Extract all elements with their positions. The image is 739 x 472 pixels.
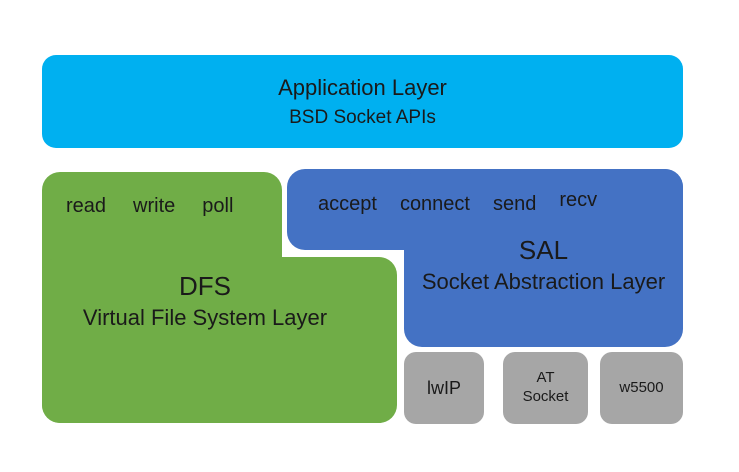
backend-box-w5500: w5500 (600, 352, 683, 424)
function-label-recv: recv (559, 189, 598, 211)
dfs-layer-name: Virtual File System Layer (82, 304, 328, 330)
function-label-poll: poll (202, 195, 234, 217)
sal-shape-lower (404, 169, 683, 347)
backend-label-w5500: w5500 (619, 378, 664, 396)
dfs-title-block: DFS Virtual File System Layer (46, 271, 364, 330)
sal-acronym: SAL (518, 235, 569, 265)
sal-layer-name: Socket Abstraction Layer (421, 268, 666, 294)
backend-label-at-socket: AT Socket (522, 369, 569, 405)
function-label-accept: accept (318, 193, 377, 215)
sal-title-block: SAL Socket Abstraction Layer (404, 235, 683, 294)
application-layer-title: Application Layer (278, 74, 447, 100)
bsd-socket-apis-label: BSD Socket APIs (289, 106, 436, 128)
dfs-shape-lower (42, 257, 397, 423)
backend-box-at-socket: AT Socket (503, 352, 588, 424)
application-layer-box: Application Layer BSD Socket APIs (42, 55, 683, 148)
function-label-write: write (133, 195, 176, 217)
sal-functions-row: accept connect send recv (318, 190, 597, 215)
dfs-acronym: DFS (179, 271, 231, 301)
function-label-connect: connect (399, 193, 470, 215)
backend-box-lwip: lwIP (404, 352, 484, 424)
dfs-functions-row: read write poll (66, 196, 233, 216)
function-label-read: read (66, 195, 107, 217)
function-label-send: send (493, 193, 537, 215)
backend-label-lwip: lwIP (426, 377, 461, 398)
